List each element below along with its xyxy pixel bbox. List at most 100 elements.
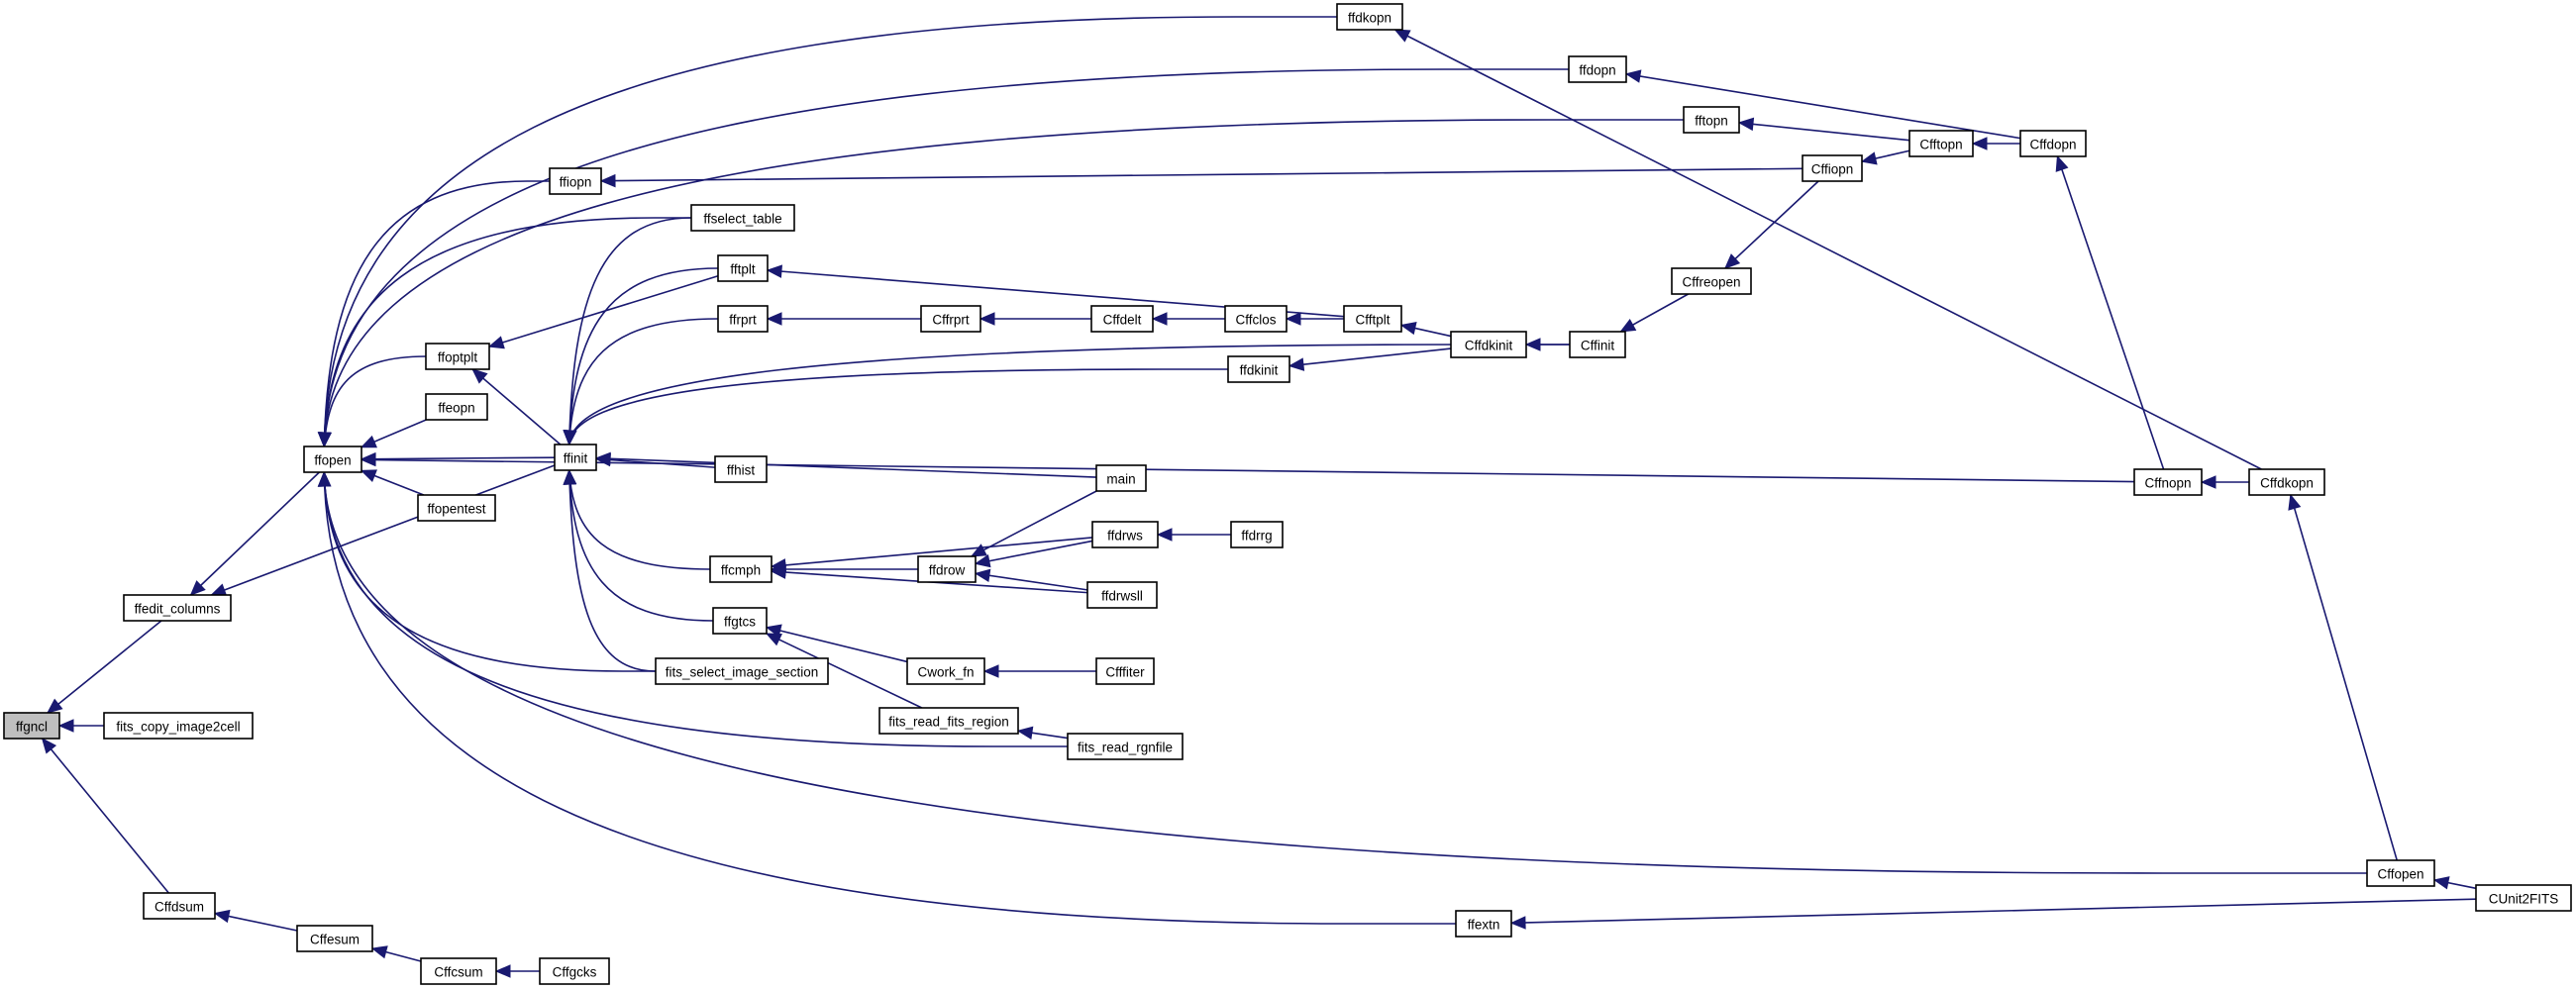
node-ffrprt[interactable]: ffrprt xyxy=(717,305,769,333)
node-Cfffiter[interactable]: Cfffiter xyxy=(1095,657,1155,685)
node-ffopentest[interactable]: ffopentest xyxy=(417,494,496,522)
edge-Cffiopn-to-Cffreopen xyxy=(1724,180,1819,269)
node-box xyxy=(2475,884,2572,912)
node-Cffreopen[interactable]: Cffreopen xyxy=(1671,267,1752,295)
edge-ffextn-to-ffopen xyxy=(323,471,1456,925)
edge-ffinit-to-ffopen xyxy=(361,456,556,460)
edge-ffdrws-to-ffcmph xyxy=(771,537,1093,568)
node-ffhist[interactable]: ffhist xyxy=(714,455,768,483)
node-ffcmph[interactable]: ffcmph xyxy=(709,555,773,583)
node-label: Cffdkinit xyxy=(1465,339,1513,353)
node-label: ffselect_table xyxy=(703,212,781,227)
node-ffdrow[interactable]: ffdrow xyxy=(917,555,977,583)
node-ffdrrg[interactable]: ffdrrg xyxy=(1230,521,1284,548)
node-Cffnopn[interactable]: Cffnopn xyxy=(2133,468,2203,496)
edge-Cffdsum-to-ffgncl xyxy=(42,738,169,894)
node-Cffesum[interactable]: Cffesum xyxy=(296,925,373,952)
edge-CUnit2FITS-to-ffextn-arrowhead xyxy=(1509,916,1526,930)
edge-Cffopen-to-ffopen xyxy=(323,471,2367,874)
node-ffgncl[interactable]: ffgncl xyxy=(3,712,60,740)
node-Cffdopn[interactable]: Cffdopn xyxy=(2019,130,2087,157)
node-Cfftplt[interactable]: Cfftplt xyxy=(1343,305,1402,333)
node-ffdopn[interactable]: ffdopn xyxy=(1568,55,1627,83)
node-Cffdkopn[interactable]: Cffdkopn xyxy=(2248,468,2325,496)
edge-Cffdkinit-to-ffdkinit xyxy=(1288,347,1452,367)
node-label: Cfftplt xyxy=(1355,313,1390,328)
node-Cffclos[interactable]: Cffclos xyxy=(1224,305,1288,333)
node-ffiopn[interactable]: ffiopn xyxy=(549,167,602,195)
node-box xyxy=(1455,910,1512,938)
node-CUnit2FITS[interactable]: CUnit2FITS xyxy=(2475,884,2572,912)
node-ffeopn[interactable]: ffeopn xyxy=(425,393,488,421)
node-box xyxy=(917,555,977,583)
node-ffdkinit[interactable]: ffdkinit xyxy=(1227,355,1290,383)
node-box xyxy=(549,167,602,195)
node-fits_read_rgnfile[interactable]: fits_read_rgnfile xyxy=(1067,733,1184,760)
edge-ffiopn-to-ffopen xyxy=(323,180,550,447)
node-Cffiopn[interactable]: Cffiopn xyxy=(1802,154,1863,182)
node-ffdrws[interactable]: ffdrws xyxy=(1091,521,1159,548)
node-ffinit[interactable]: ffinit xyxy=(554,444,597,471)
node-ffoptplt[interactable]: ffoptplt xyxy=(425,343,490,370)
node-Cffdelt[interactable]: Cffdelt xyxy=(1090,305,1154,333)
edge-ffrprt-to-ffinit xyxy=(567,318,719,446)
node-Cwork_fn[interactable]: Cwork_fn xyxy=(906,657,985,685)
node-ffgtcs[interactable]: ffgtcs xyxy=(712,607,768,635)
node-Cffdkinit[interactable]: Cffdkinit xyxy=(1450,331,1527,358)
edge-ffeopn-to-ffopen-arrowhead xyxy=(360,435,377,448)
node-ffedit_columns[interactable]: ffedit_columns xyxy=(123,594,232,622)
edges-layer xyxy=(41,16,2477,978)
node-Cffrprt[interactable]: Cffrprt xyxy=(920,305,981,333)
edge-fftplt-to-ffinit xyxy=(567,267,719,446)
node-box xyxy=(1569,331,1626,358)
node-fits_copy_image2cell[interactable]: fits_copy_image2cell xyxy=(103,712,254,740)
edge-Cfftplt-to-fftplt-arrowhead xyxy=(766,264,782,278)
node-Cffinit[interactable]: Cffinit xyxy=(1569,331,1626,358)
edge-ffgtcs-to-ffinit xyxy=(567,469,714,622)
node-box xyxy=(714,455,768,483)
node-label: ffopentest xyxy=(427,502,485,517)
node-ffselect_table[interactable]: ffselect_table xyxy=(690,204,795,232)
node-fftopn[interactable]: fftopn xyxy=(1683,106,1740,134)
node-box xyxy=(1224,305,1288,333)
node-label: ffgtcs xyxy=(724,615,756,630)
edge-Cffesum-to-Cffdsum-arrowhead xyxy=(213,909,231,924)
node-box xyxy=(1230,521,1284,548)
node-main[interactable]: main xyxy=(1095,464,1147,492)
node-ffopen[interactable]: ffopen xyxy=(303,446,362,473)
node-fits_select_image_section[interactable]: fits_select_image_section xyxy=(655,657,829,685)
node-box xyxy=(1336,3,1403,31)
node-label: Cffnopn xyxy=(2144,476,2191,491)
edge-Cffdkopn-to-ffdkopn-arrowhead xyxy=(1393,29,1411,43)
node-Cffcsum[interactable]: Cffcsum xyxy=(420,957,497,985)
edge-fits_read_rgnfile-to-ffopen xyxy=(323,471,1068,747)
node-label: Cwork_fn xyxy=(917,665,974,680)
node-label: Cfftopn xyxy=(1919,138,1962,152)
node-label: fits_read_fits_region xyxy=(888,715,1009,730)
node-Cffgcks[interactable]: Cffgcks xyxy=(539,957,610,985)
node-ffdkopn[interactable]: ffdkopn xyxy=(1336,3,1403,31)
edge-ffcmph-to-ffinit xyxy=(567,469,711,570)
node-fits_read_fits_region[interactable]: fits_read_fits_region xyxy=(878,707,1019,735)
node-fftplt[interactable]: fftplt xyxy=(717,254,769,282)
node-box xyxy=(655,657,829,685)
edge-ffedit_columns-to-ffgncl xyxy=(47,620,162,714)
node-label: Cfffiter xyxy=(1105,665,1145,680)
edge-ffdrws-to-ffdrow-arrowhead xyxy=(974,553,991,568)
node-box xyxy=(1086,581,1158,609)
node-label: ffextn xyxy=(1468,918,1500,933)
node-label: Cffdelt xyxy=(1103,313,1142,328)
node-Cffopen[interactable]: Cffopen xyxy=(2366,859,2435,887)
edge-Cffdkopn-to-Cffnopn-arrowhead xyxy=(2200,475,2216,489)
node-box xyxy=(123,594,232,622)
node-ffextn[interactable]: ffextn xyxy=(1455,910,1512,938)
edge-Cfftplt-to-Cffclos-arrowhead xyxy=(1285,312,1301,326)
edge-fits_copy_image2cell-to-ffgncl-arrowhead xyxy=(57,719,74,733)
edge-Cffdopn-to-Cfftopn-arrowhead xyxy=(1971,137,1988,150)
node-label: Cffinit xyxy=(1581,339,1615,353)
node-ffdrwsll[interactable]: ffdrwsll xyxy=(1086,581,1158,609)
node-Cffdsum[interactable]: Cffdsum xyxy=(143,892,216,920)
node-Cfftopn[interactable]: Cfftopn xyxy=(1908,130,1974,157)
edge-Cwork_fn-to-ffgtcs xyxy=(766,626,908,663)
